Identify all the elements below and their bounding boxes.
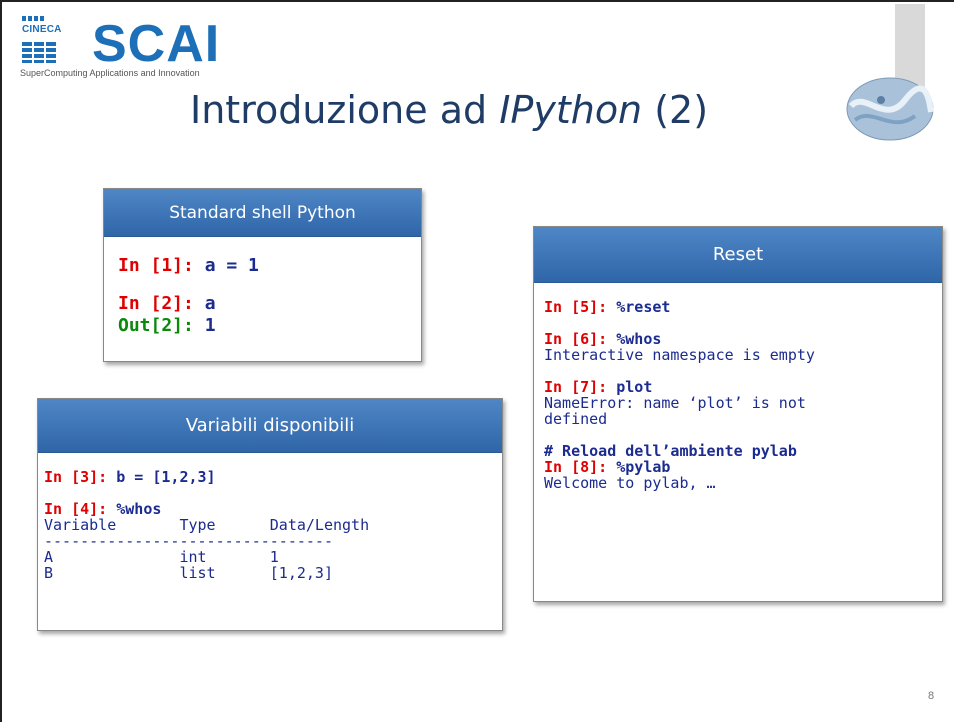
- slide-title: Introduzione ad IPython (2): [190, 88, 708, 132]
- output-line: NameError: name ‘plot’ is not: [544, 394, 806, 412]
- table-row: A int 1: [44, 548, 279, 566]
- logo-tagline: SuperComputing Applications and Innovati…: [20, 68, 200, 78]
- table-rule: --------------------------------: [44, 532, 333, 550]
- code-line: In [4]: %whos: [44, 501, 502, 517]
- code-line: In [8]: %pylab: [544, 459, 942, 475]
- code-block: In [1]: a = 1 In [2]: a Out[2]: 1: [104, 237, 421, 361]
- prompt: In [1]:: [118, 255, 205, 276]
- code: 1: [204, 315, 216, 336]
- scai-logo: CINECA SCAI SuperComputing Applications …: [16, 12, 246, 82]
- code-line: In [6]: %whos: [544, 331, 942, 347]
- prompt: In [4]:: [44, 500, 117, 518]
- standard-shell-panel: Standard shell Python In [1]: a = 1 In […: [103, 188, 422, 362]
- cineca-wordmark: CINECA: [22, 24, 62, 35]
- output-line: defined: [544, 410, 608, 428]
- cineca-logo-icon: [22, 16, 56, 63]
- output-line: Welcome to pylab, …: [544, 474, 716, 492]
- prompt: In [2]:: [118, 293, 205, 314]
- page-number: 8: [928, 690, 935, 702]
- code-line: Out[2]: 1: [118, 315, 421, 337]
- prompt: In [7]:: [544, 378, 617, 396]
- code-block: In [5]: %reset In [6]: %whos Interactive…: [534, 283, 942, 601]
- code: plot: [616, 378, 653, 396]
- panel-heading: Reset: [534, 227, 942, 283]
- code: %reset: [616, 298, 671, 316]
- code: %pylab: [616, 458, 671, 476]
- title-ipython: IPython: [499, 88, 643, 132]
- comment-line: # Reload dell’ambiente pylab: [544, 442, 797, 460]
- code: b = [1,2,3]: [116, 468, 216, 486]
- code-line: In [2]: a: [118, 293, 421, 315]
- prompt: In [5]:: [544, 298, 617, 316]
- code: a = 1: [204, 255, 259, 276]
- out-prompt: Out[2]:: [118, 315, 205, 336]
- table-header: Variable Type Data/Length: [44, 516, 370, 534]
- title-suffix: (2): [642, 88, 709, 132]
- code: %whos: [616, 330, 662, 348]
- table-row: B list [1,2,3]: [44, 564, 333, 582]
- code: %whos: [116, 500, 162, 518]
- code-line: In [5]: %reset: [544, 299, 942, 315]
- prompt: In [6]:: [544, 330, 617, 348]
- prompt: In [8]:: [544, 458, 617, 476]
- output-line: Interactive namespace is empty: [544, 346, 815, 364]
- code-line: In [3]: b = [1,2,3]: [44, 469, 502, 485]
- variabili-panel: Variabili disponibili In [3]: b = [1,2,3…: [37, 398, 503, 631]
- scai-wordmark: SCAI: [92, 15, 221, 73]
- title-text: Introduzione ad: [190, 88, 500, 132]
- code-line: In [1]: a = 1: [118, 255, 421, 277]
- code: a: [204, 293, 216, 314]
- cineca-emblem-icon: [846, 77, 934, 141]
- code-block: In [3]: b = [1,2,3] In [4]: %whos Variab…: [38, 453, 502, 630]
- panel-heading: Variabili disponibili: [38, 399, 502, 453]
- prompt: In [3]:: [44, 468, 117, 486]
- panel-heading: Standard shell Python: [104, 189, 421, 237]
- code-line: In [7]: plot: [544, 379, 942, 395]
- reset-panel: Reset In [5]: %reset In [6]: %whos Inter…: [533, 226, 943, 602]
